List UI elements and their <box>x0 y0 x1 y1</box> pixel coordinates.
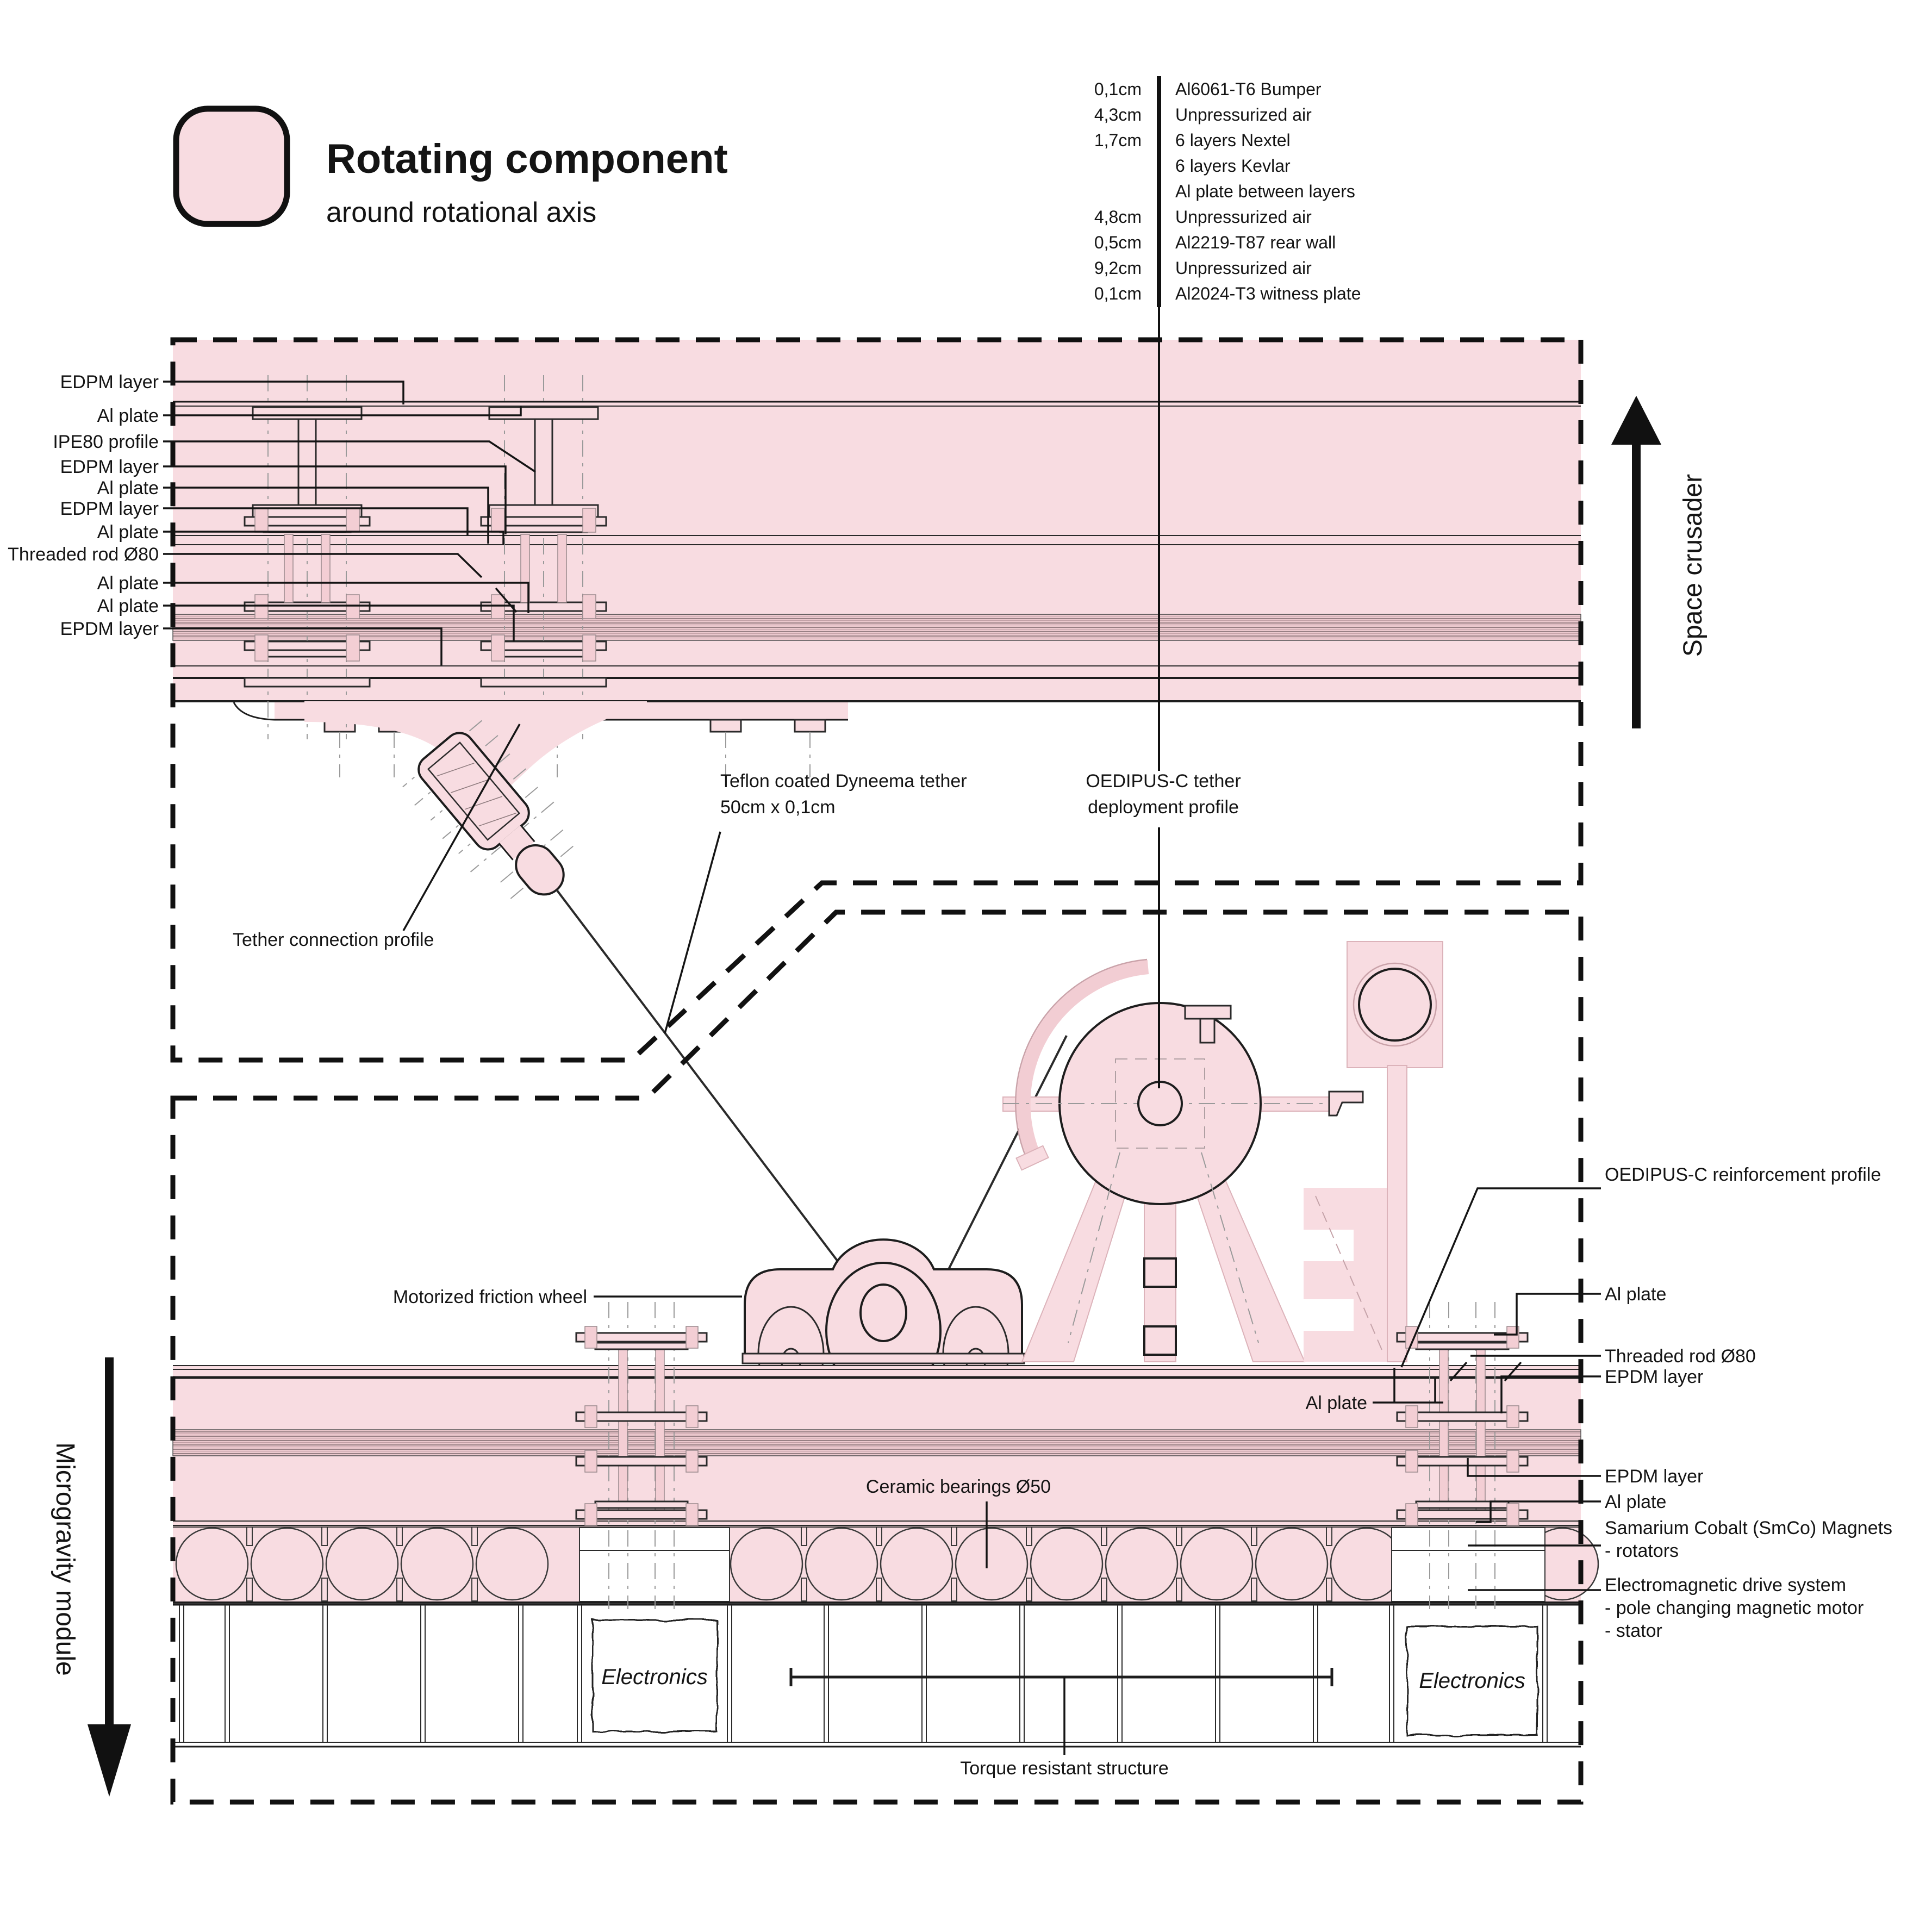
vertical-strut <box>1387 1065 1407 1362</box>
oedipus-deployment-assembly <box>1002 941 1443 1362</box>
a-frame-right-leg <box>1187 1168 1306 1362</box>
motorized-friction-wheel <box>741 1238 1025 1401</box>
stack-material: Al2219-T87 rear wall <box>1175 233 1336 252</box>
label-reinforcement: OEDIPUS-C reinforcement profile <box>1605 1164 1881 1185</box>
stack-material: 6 layers Kevlar <box>1175 156 1291 176</box>
label-alplate-low: Al plate <box>1605 1492 1666 1512</box>
page-subtitle: around rotational axis <box>326 197 596 228</box>
electronics-box-left: Electronics <box>591 1619 718 1732</box>
label-motorized-wheel: Motorized friction wheel <box>393 1287 587 1307</box>
legend-swatch-rotating <box>173 105 290 227</box>
bolt-foot <box>794 719 826 778</box>
stack-material: Unpressurized air <box>1175 207 1312 227</box>
space-crusader-axis: Space crusader <box>1611 396 1707 728</box>
label-alplate-5: Al plate <box>97 596 159 616</box>
bolt-foot <box>323 719 356 778</box>
down-arrow-shaft <box>105 1357 114 1727</box>
label-threaded-rod: Threaded rod Ø80 <box>8 544 159 565</box>
stack-size: 0,5cm <box>1094 233 1142 252</box>
threaded-rod-band-lower <box>172 1429 1581 1456</box>
label-drive-motor: - pole changing magnetic motor <box>1605 1598 1864 1618</box>
torque-dimension: Torque resistant structure <box>789 1668 1333 1779</box>
up-arrow-shaft <box>1632 440 1641 728</box>
label-edpm-3: EDPM layer <box>60 498 159 519</box>
tether-connection-profile <box>304 701 647 899</box>
label-alplate-1: Al plate <box>97 406 159 426</box>
label-oedipus-tether-1: OEDIPUS-C tether <box>1086 771 1241 792</box>
microgravity-module-axis: Microgravity module <box>51 1357 131 1797</box>
label-tether-connection: Tether connection profile <box>233 930 434 950</box>
stack-material: Al plate between layers <box>1175 182 1355 201</box>
stack-size: 0,1cm <box>1094 79 1142 99</box>
label-alplate-3: Al plate <box>97 522 159 543</box>
label-space-crusader: Space crusader <box>1679 474 1707 657</box>
label-epdm-lower: EPDM layer <box>1605 1466 1703 1487</box>
side-hook <box>1328 1090 1364 1117</box>
label-alplate-top: Al plate <box>1605 1284 1666 1305</box>
stack-material: 6 layers Nextel <box>1175 130 1291 150</box>
wheel-base-plate <box>741 1353 1025 1364</box>
deployment-guide-arc <box>1016 960 1149 1164</box>
stack-size: 9,2cm <box>1094 258 1142 278</box>
label-smco-magnets: Samarium Cobalt (SmCo) Magnets <box>1605 1518 1892 1538</box>
right-label-column: OEDIPUS-C reinforcement profile Al plate… <box>1400 1164 1892 1641</box>
down-arrow-head <box>88 1724 131 1797</box>
electronics-box-right: Electronics <box>1406 1625 1538 1736</box>
stack-material: Unpressurized air <box>1175 105 1312 124</box>
legend: Rotating component around rotational axi… <box>173 105 728 228</box>
stack-material: Unpressurized air <box>1175 258 1312 278</box>
label-oedipus-tether-2: deployment profile <box>1088 797 1239 818</box>
bolt-foot <box>709 719 742 778</box>
page-title: Rotating component <box>326 136 728 182</box>
stack-material: Al6061-T6 Bumper <box>1175 79 1322 99</box>
label-edpm-2: EDPM layer <box>60 457 159 477</box>
upper-hull-band <box>172 340 1581 778</box>
guide-pulley <box>1358 968 1432 1042</box>
label-alplate-2: Al plate <box>97 478 159 498</box>
electronics-label: Electronics <box>601 1665 708 1689</box>
stack-material: Al2024-T3 witness plate <box>1175 284 1361 303</box>
label-epdm: EPDM layer <box>60 619 159 639</box>
label-ceramic-bearings: Ceramic bearings Ø50 <box>866 1476 1051 1497</box>
reinforcement-profile <box>1304 1188 1392 1362</box>
torque-resistant-structure: Electronics Electronics Torque resistant… <box>173 1604 1581 1779</box>
a-frame-left-leg <box>1021 1168 1135 1362</box>
label-microgravity-module: Microgravity module <box>51 1442 79 1675</box>
material-stack-list: 0,1cm Al6061-T6 Bumper 4,3cm Unpressuriz… <box>1094 76 1361 307</box>
label-smco-rotators: - rotators <box>1605 1541 1679 1561</box>
label-threaded-rod-right: Threaded rod Ø80 <box>1605 1346 1756 1367</box>
label-drive-system: Electromagnetic drive system <box>1605 1575 1846 1596</box>
label-epdm-upper: EPDM layer <box>1605 1367 1703 1387</box>
label-teflon-tether-1: Teflon coated Dyneema tether <box>720 771 967 792</box>
label-alplate-inner: Al plate <box>1306 1393 1367 1413</box>
stack-size: 1,7cm <box>1094 130 1142 150</box>
electronics-label: Electronics <box>1419 1669 1525 1693</box>
label-drive-stator: - stator <box>1605 1621 1662 1641</box>
torque-label: Torque resistant structure <box>960 1758 1169 1779</box>
up-arrow-head <box>1611 396 1661 445</box>
label-teflon-tether-2: 50cm x 0,1cm <box>720 797 836 818</box>
top-bracket <box>1184 1005 1232 1020</box>
threaded-rod-band-upper <box>172 614 1581 641</box>
label-edpm-1: EDPM layer <box>60 372 159 392</box>
stack-size: 4,8cm <box>1094 207 1142 227</box>
left-label-column: EDPM layer Al plate IPE80 profile EDPM l… <box>8 372 536 665</box>
microgravity-module-boundary <box>170 909 1584 1805</box>
space-crusader-boundary <box>170 337 1584 1063</box>
inline-annotations: Al plate Motorized friction wheel Cerami… <box>233 724 1443 1568</box>
label-alplate-4: Al plate <box>97 573 159 594</box>
lower-hull-band <box>172 1365 1599 1604</box>
stack-size: 4,3cm <box>1094 105 1142 124</box>
label-ipe80: IPE80 profile <box>53 432 159 452</box>
stack-size: 0,1cm <box>1094 284 1142 303</box>
